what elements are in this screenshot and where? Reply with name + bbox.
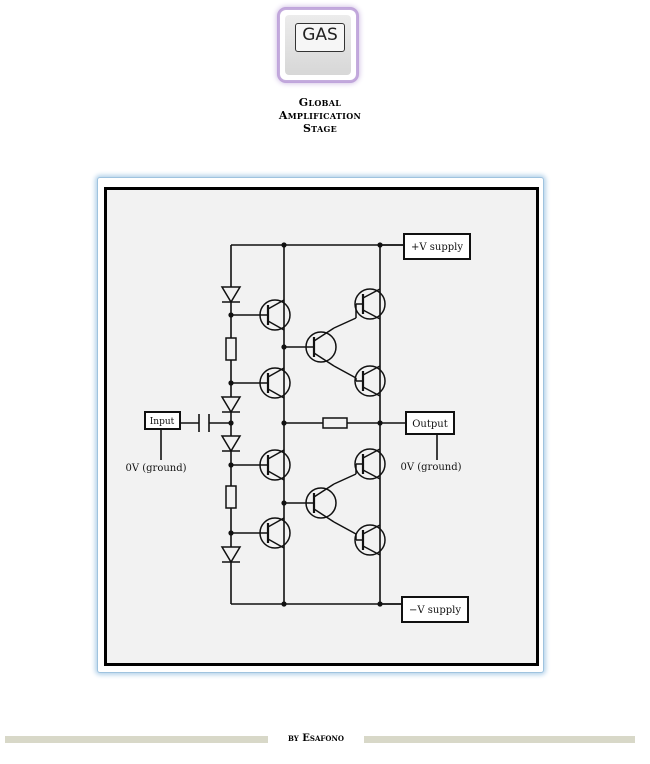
logo-panel: GAS — [285, 15, 351, 75]
title-line-2: Amplification — [278, 109, 362, 122]
ground-label-left: 0V (ground) — [125, 463, 186, 474]
diode-4 — [220, 546, 242, 564]
diode-1 — [220, 286, 242, 304]
transistor-7 — [354, 288, 386, 320]
footer-credit: by Esafono — [268, 733, 364, 744]
output-label: Output — [412, 419, 448, 430]
gas-logo: GAS — [280, 10, 356, 80]
logo-text: GAS — [295, 23, 345, 52]
minus-supply-label: −V supply — [409, 605, 461, 616]
resistor-bottom — [225, 485, 237, 509]
diode-2 — [220, 396, 242, 414]
minus-supply-box — [401, 596, 469, 623]
transistor-9 — [354, 448, 386, 480]
output-box — [405, 411, 455, 435]
diode-3 — [220, 435, 242, 453]
plus-supply-box — [403, 233, 471, 260]
diagram-frame: +V supply −V supply Input Output 0V (gro… — [97, 177, 544, 673]
transistor-8 — [354, 365, 386, 397]
plus-supply-label: +V supply — [411, 242, 463, 253]
input-label: Input — [150, 417, 175, 427]
title-line-3: Stage — [302, 122, 338, 135]
title-line-1: Global — [298, 96, 342, 109]
ground-label-right: 0V (ground) — [400, 462, 461, 473]
page-title: Global Amplification Stage — [225, 96, 415, 135]
transistor-10 — [354, 524, 386, 556]
circuit-diagram: +V supply −V supply Input Output 0V (gro… — [125, 233, 471, 623]
resistor-top — [225, 337, 237, 361]
resistor-output — [322, 417, 348, 429]
input-box — [144, 411, 181, 430]
